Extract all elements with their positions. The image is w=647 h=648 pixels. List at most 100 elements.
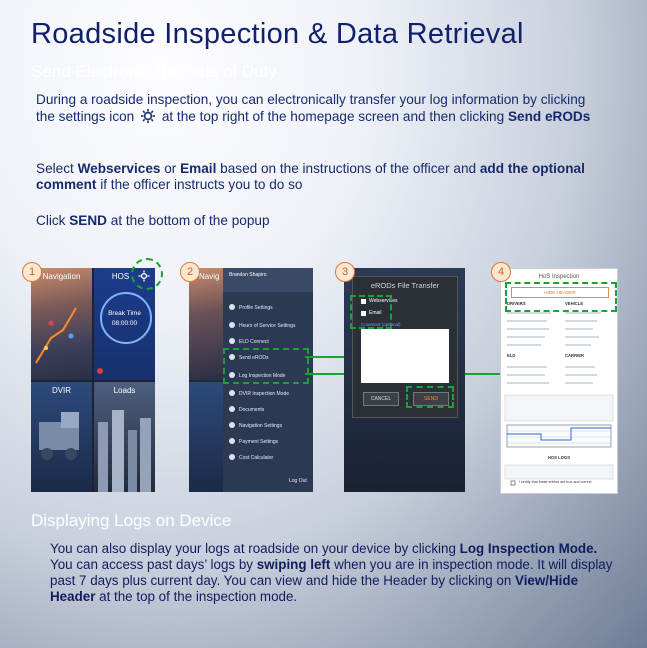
text: You can also display your logs at roadsi… (50, 541, 460, 556)
tile-label: Navigation (42, 272, 81, 281)
status-dot (97, 368, 103, 374)
comment-emphasis: add the optional comment (36, 161, 585, 192)
view-hide-header-emphasis: View/Hide Header (50, 573, 579, 604)
send-emphasis: SEND (69, 213, 108, 228)
erods-dialog: eRODs File Transfer Webservices Email Co… (352, 276, 458, 418)
hide-header-button[interactable]: HIDE HEADER (511, 287, 609, 298)
tile-label: HOS (111, 272, 130, 281)
carrier-heading: CARRIER (565, 353, 585, 358)
paragraph-transfer: During a roadside inspection, you can el… (36, 92, 596, 125)
inspection-details-graphic (504, 312, 614, 486)
send-button[interactable]: SEND (413, 392, 449, 406)
email-label: Email (369, 310, 382, 316)
page-title: Roadside Inspection & Data Retrieval (31, 18, 524, 50)
menu-item-log-inspection-mode[interactable]: Log Inspection Mode (239, 373, 286, 379)
log-inspection-emphasis: Log Inspection Mode. (459, 541, 598, 556)
webservices-checkbox[interactable] (361, 299, 366, 304)
payment-icon (229, 438, 235, 444)
tile-dvir[interactable]: DVIR (31, 382, 92, 492)
navigation-icon (229, 422, 235, 428)
step-number-4: 4 (491, 262, 511, 282)
menu-item-hos-settings[interactable]: Hours of Service Settings (239, 323, 296, 329)
section-heading-display-logs: Displaying Logs on Device (31, 511, 232, 530)
tile-label: Loads (113, 386, 136, 395)
email-checkbox[interactable] (361, 311, 366, 316)
truck-graphic (39, 412, 79, 460)
screenshot-home: Navigation HOS Break Time 08:00:00 DVIR (31, 268, 155, 492)
eld-heading: ELD (507, 353, 516, 358)
tile-navigation-partial: Navig (189, 268, 223, 380)
send-icon (229, 354, 235, 360)
inspection-header: HoS Inspection (538, 274, 580, 280)
dvir-icon (229, 390, 235, 396)
highlight-hide-header (505, 282, 617, 312)
menu-item-eld-connect[interactable]: ELD Connect (239, 339, 269, 345)
menu-item-navigation-settings[interactable]: Navigation Settings (239, 423, 283, 429)
menu-item-documents[interactable]: Documents (239, 407, 265, 413)
city-graphic (98, 410, 151, 492)
cancel-button[interactable]: CANCEL (363, 392, 399, 406)
vehicle-heading: VEHICLE (565, 301, 584, 306)
text: if the officer instructs you to do so (96, 177, 303, 192)
tile-label: Navig (199, 272, 220, 281)
gear-icon (141, 109, 156, 123)
text: at the top of the inspection mode. (95, 589, 298, 604)
document-icon (229, 406, 235, 412)
driver-name: Brandon Shapiro (229, 272, 267, 278)
paragraph-select: Select Webservices or Email based on the… (36, 161, 596, 193)
text: based on the instructions of the officer… (216, 161, 480, 176)
break-time-value: 08:00:00 (111, 320, 138, 327)
highlight-send (406, 386, 454, 408)
highlight-settings (131, 258, 163, 290)
comment-label: Comment (optional) (361, 322, 401, 327)
webservices-emphasis: Webservices (77, 161, 161, 176)
section-heading-send-erods: Send Electronic Records of Duty (31, 62, 277, 81)
text: Click (36, 213, 70, 228)
hos-logs-heading: HOS LOGS (547, 455, 571, 460)
dialog-title: eRODs File Transfer (370, 281, 440, 290)
drivers-heading: DRIVERS (507, 301, 526, 306)
menu-item-dvir-inspection-mode[interactable]: DVIR Inspection Mode (239, 391, 290, 397)
break-time-label: Break Time (108, 310, 141, 317)
text: when you are in inspection mode. It will… (50, 557, 613, 588)
text: During a roadside inspection, you can el… (36, 92, 586, 124)
break-timer-ring (100, 292, 152, 344)
step-number-1: 1 (22, 262, 42, 282)
drawer-header: Brandon Shapiro (223, 268, 313, 292)
settings-drawer: Brandon Shapiro (223, 268, 313, 492)
screenshot-inspection-mode: HoS Inspection HIDE HEADER DRIVERS VEHIC… (500, 268, 618, 494)
profile-icon (229, 304, 235, 310)
webservices-label: Webservices (369, 298, 398, 304)
email-emphasis: Email (180, 161, 217, 176)
connector-line (305, 356, 360, 358)
menu-item-send-erods[interactable]: Send eRODs (239, 355, 269, 361)
menu-item-payment-settings[interactable]: Payment Settings (239, 439, 279, 445)
screenshot-settings-menu: Navig Brandon Shapiro Profile Settings H… (189, 268, 313, 492)
swiping-left-emphasis: swiping left (256, 557, 331, 572)
paragraph-display-logs: You can also display your logs at roadsi… (50, 541, 620, 605)
logout-link[interactable]: Log Out (289, 478, 307, 484)
calculator-icon (229, 454, 235, 460)
step-number-2: 2 (180, 262, 200, 282)
inspection-icon (229, 372, 235, 378)
text: You can access past days’ logs by (50, 557, 257, 572)
tile-loads[interactable]: Loads (94, 382, 155, 492)
paragraph-send: Click SEND at the bottom of the popup (36, 213, 596, 229)
bluetooth-icon (229, 338, 235, 344)
map-graphic (35, 307, 77, 364)
comment-input[interactable] (361, 329, 449, 383)
highlight-options (350, 295, 392, 329)
clock-icon (229, 322, 235, 328)
send-erods-emphasis: Send eRODs (507, 109, 591, 124)
tile-label: DVIR (51, 386, 72, 395)
text: at the top right of the homepage screen … (161, 109, 508, 124)
menu-item-profile-settings[interactable]: Profile Settings (239, 305, 273, 311)
certify-text: I certify that these entries are true an… (519, 480, 592, 484)
menu-item-cost-calculator[interactable]: Cost Calculator (239, 455, 274, 461)
highlight-send-erods (223, 348, 309, 384)
tile-navigation[interactable]: Navigation (31, 268, 92, 380)
screenshot-erods-popup: eRODs File Transfer Webservices Email Co… (344, 268, 465, 492)
tile-dvir-partial (189, 382, 223, 492)
text: at the bottom of the popup (107, 213, 270, 228)
